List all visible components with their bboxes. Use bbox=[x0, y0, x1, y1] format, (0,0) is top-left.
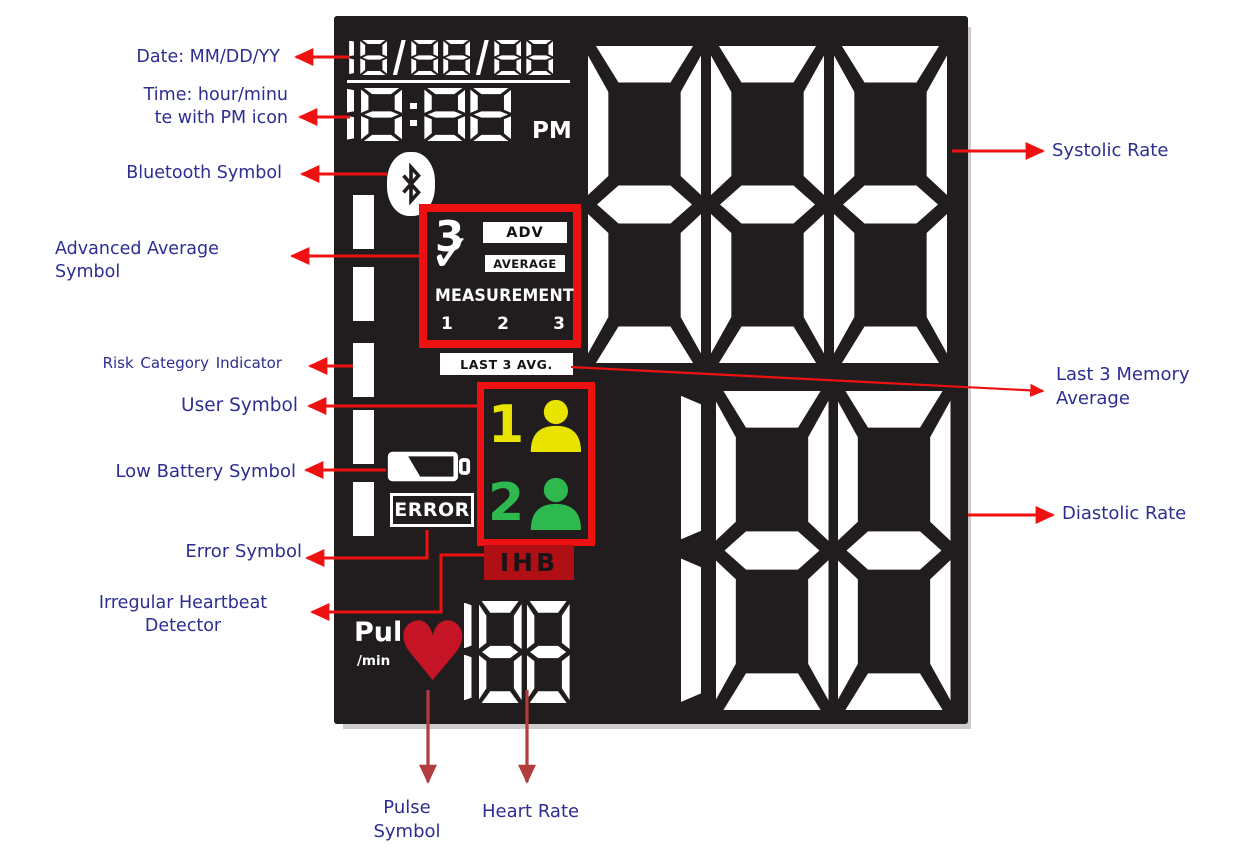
label-advanced-average: Advanced Average Symbol bbox=[55, 238, 285, 284]
measurement-label: MEASUREMENT bbox=[435, 286, 574, 305]
label-low-battery: Low Battery Symbol bbox=[115, 461, 296, 482]
per-min-label: /min bbox=[357, 653, 391, 669]
label-pulse-symbol: Pulse Symbol bbox=[352, 796, 462, 844]
measurement-numbers: 1 2 3 bbox=[441, 314, 565, 334]
advanced-average-box: 3 ✓ ADV AVERAGE MEASUREMENT 1 2 3 bbox=[419, 204, 581, 348]
user-symbols-box: 1 2 bbox=[477, 382, 595, 546]
time-digits bbox=[345, 88, 512, 141]
label-pulse-line2: Symbol bbox=[373, 820, 441, 842]
bluetooth-icon bbox=[387, 152, 435, 216]
risk-bar-4 bbox=[353, 410, 374, 464]
bluetooth-rune bbox=[402, 162, 421, 206]
risk-bar-5 bbox=[353, 482, 374, 536]
label-error-symbol: Error Symbol bbox=[185, 541, 302, 562]
systolic-digits bbox=[588, 46, 947, 363]
label-diastolic-rate: Diastolic Rate bbox=[1062, 503, 1187, 524]
label-pulse-line1: Pulse bbox=[383, 797, 431, 818]
risk-bar-2 bbox=[353, 267, 374, 321]
user-2-number: 2 bbox=[488, 473, 525, 533]
measurement-2: 2 bbox=[497, 314, 509, 334]
label-heart-rate: Heart Rate bbox=[482, 801, 580, 822]
label-time-line2: te with PM icon bbox=[154, 108, 288, 129]
average-tag: AVERAGE bbox=[485, 255, 565, 272]
seven-segment-digit bbox=[715, 391, 829, 710]
pul-label: Pul bbox=[354, 617, 403, 648]
risk-bar-1 bbox=[353, 195, 374, 249]
label-time: Time: hour/minu te with PM icon bbox=[30, 84, 288, 130]
seven-segment-digit bbox=[711, 46, 824, 363]
label-bluetooth: Bluetooth Symbol bbox=[126, 163, 282, 183]
low-battery-icon bbox=[387, 451, 471, 482]
label-last3-line2: Average bbox=[1056, 387, 1130, 409]
seven-segment-digit bbox=[478, 601, 522, 703]
seven-segment-digit bbox=[462, 601, 474, 703]
label-advanced-line2: Symbol bbox=[55, 262, 121, 283]
seven-segment-digit bbox=[470, 88, 512, 141]
seven-segment-digit bbox=[345, 88, 356, 141]
diastolic-digits bbox=[676, 391, 951, 710]
label-advanced-line1: Advanced Average bbox=[55, 239, 219, 259]
seven-segment-digit bbox=[526, 601, 570, 703]
seven-segment-digit bbox=[588, 46, 701, 363]
label-last-3-memory: Last 3 Memory Average bbox=[1056, 363, 1246, 411]
user-2-icon bbox=[530, 477, 582, 530]
risk-bar-3 bbox=[353, 343, 374, 397]
seven-segment-digit bbox=[424, 88, 466, 141]
ihb-indicator: IHB bbox=[484, 545, 574, 580]
error-indicator: ERROR bbox=[390, 493, 474, 527]
user-1-number: 1 bbox=[488, 395, 525, 455]
label-user-symbol: User Symbol bbox=[181, 395, 298, 416]
heart-rate-digits bbox=[462, 601, 570, 703]
seven-segment-digit bbox=[834, 46, 947, 363]
pulse-heart-icon: ♥ bbox=[396, 605, 470, 700]
user-1-row: 1 bbox=[488, 395, 584, 455]
average-count: 3 bbox=[435, 212, 465, 261]
user-1-icon bbox=[530, 399, 582, 452]
lcd-display-panel: PM 3 ✓ ADV AVERAGE MEASUREMENT 1 2 3 LAS… bbox=[334, 16, 968, 724]
label-ihb-line2: Detector bbox=[144, 616, 222, 637]
adv-tag: ADV bbox=[483, 222, 567, 243]
seven-segment-digit bbox=[411, 40, 439, 75]
label-time-line1: Time: hour/minu bbox=[143, 85, 288, 105]
label-date: Date: MM/DD/YY bbox=[136, 47, 280, 67]
label-last3-line1: Last 3 Memory bbox=[1056, 364, 1190, 385]
date-underline bbox=[347, 80, 570, 83]
check-icon: ✓ bbox=[429, 224, 473, 284]
seven-segment-digit bbox=[392, 40, 406, 75]
seven-segment-digit bbox=[443, 40, 471, 75]
user-2-row: 2 bbox=[488, 473, 584, 533]
seven-segment-digit bbox=[475, 40, 489, 75]
pm-indicator: PM bbox=[532, 118, 572, 144]
label-systolic-rate: Systolic Rate bbox=[1052, 140, 1169, 161]
seven-segment-digit bbox=[348, 40, 355, 75]
seven-segment-digit bbox=[837, 391, 951, 710]
label-irregular-heartbeat: Irregular Heartbeat Detector bbox=[58, 592, 308, 638]
seven-segment-digit bbox=[526, 40, 554, 75]
measurement-1: 1 bbox=[441, 314, 453, 334]
measurement-3: 3 bbox=[553, 314, 565, 334]
seven-segment-digit bbox=[361, 88, 403, 141]
label-risk-category: Risk Category Indicator bbox=[102, 354, 282, 372]
label-ihb-line1: Irregular Heartbeat bbox=[98, 593, 268, 613]
seven-segment-digit bbox=[360, 40, 388, 75]
date-digits bbox=[348, 40, 554, 75]
seven-segment-digit bbox=[676, 391, 707, 710]
seven-segment-digit bbox=[407, 88, 419, 141]
seven-segment-digit bbox=[494, 40, 522, 75]
last-3-avg-tag: LAST 3 AVG. bbox=[440, 353, 573, 375]
